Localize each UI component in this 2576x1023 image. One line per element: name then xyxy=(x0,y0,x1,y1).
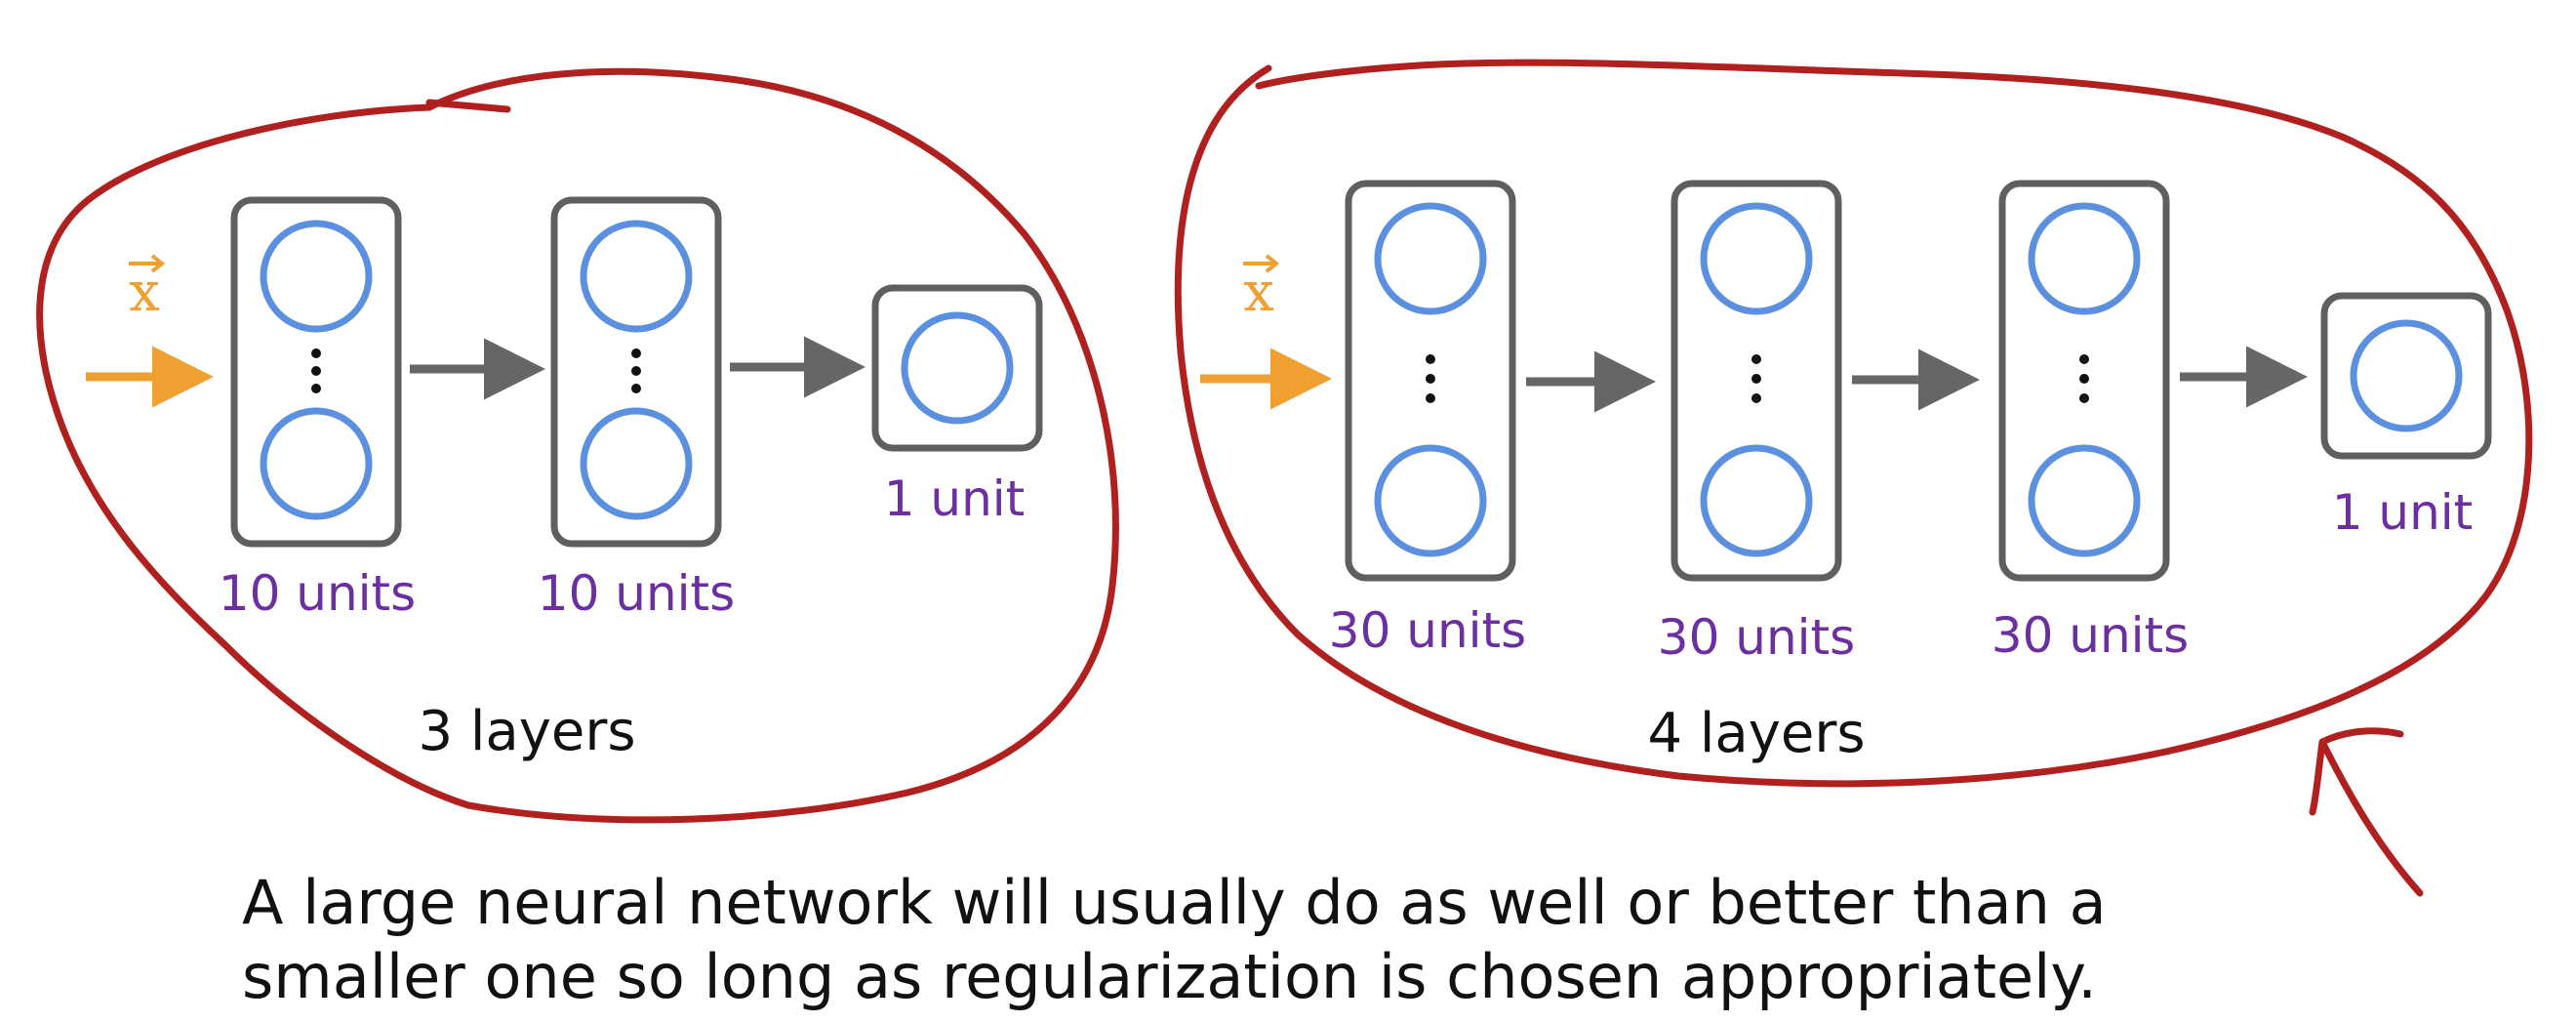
neuron-icon xyxy=(260,220,373,333)
ellipsis-icon xyxy=(2079,354,2089,403)
network-large: x 30 units 30 units xyxy=(1200,180,2492,765)
annotation-marks xyxy=(36,59,2533,897)
neuron-icon xyxy=(901,311,1014,425)
input-vector-arrow-icon xyxy=(129,254,166,273)
hidden-layer-box xyxy=(1998,180,2170,582)
neuron-icon xyxy=(580,407,693,520)
input-vector-arrow-icon xyxy=(1243,254,1280,273)
hidden-layer-box xyxy=(1670,180,1842,582)
output-units-label: 1 unit xyxy=(884,471,1026,527)
hidden-layer-box xyxy=(1345,180,1516,582)
neuron-icon xyxy=(1374,202,1487,315)
output-layer-box xyxy=(2320,292,2492,460)
layer-units-label: 30 units xyxy=(1658,609,1855,666)
neuron-icon xyxy=(2028,444,2141,557)
hidden-layer-box xyxy=(550,196,722,548)
caption-line-1: A large neural network will usually do a… xyxy=(242,867,2107,938)
output-layer-box xyxy=(871,284,1043,452)
ellipsis-icon xyxy=(631,348,641,393)
ellipsis-icon xyxy=(1426,354,1435,403)
enclosing-loop-small xyxy=(36,67,1119,824)
caption-line-2: smaller one so long as regularization is… xyxy=(242,941,2097,1012)
neuron-icon xyxy=(1700,202,1813,315)
network-small: x 10 units 10 units xyxy=(86,196,1043,763)
hidden-layer-box xyxy=(230,196,402,548)
neuron-icon xyxy=(580,220,693,333)
neuron-icon xyxy=(2028,202,2141,315)
layer-units-label: 10 units xyxy=(538,565,735,622)
pointer-arrow-icon xyxy=(2309,727,2424,897)
layer-units-label: 30 units xyxy=(1992,607,2189,664)
output-units-label: 1 unit xyxy=(2332,484,2474,541)
neuron-icon xyxy=(1374,444,1487,557)
layers-count-label: 4 layers xyxy=(1647,702,1865,765)
neuron-icon xyxy=(1700,444,1813,557)
layer-units-label: 10 units xyxy=(219,565,416,622)
neuron-icon xyxy=(260,407,373,520)
neuron-icon xyxy=(2350,319,2463,432)
layer-units-label: 30 units xyxy=(1329,602,1526,659)
layers-count-label: 3 layers xyxy=(418,700,635,763)
enclosing-loop-large xyxy=(1174,59,2533,788)
ellipsis-icon xyxy=(1751,354,1761,403)
ellipsis-icon xyxy=(311,348,321,393)
